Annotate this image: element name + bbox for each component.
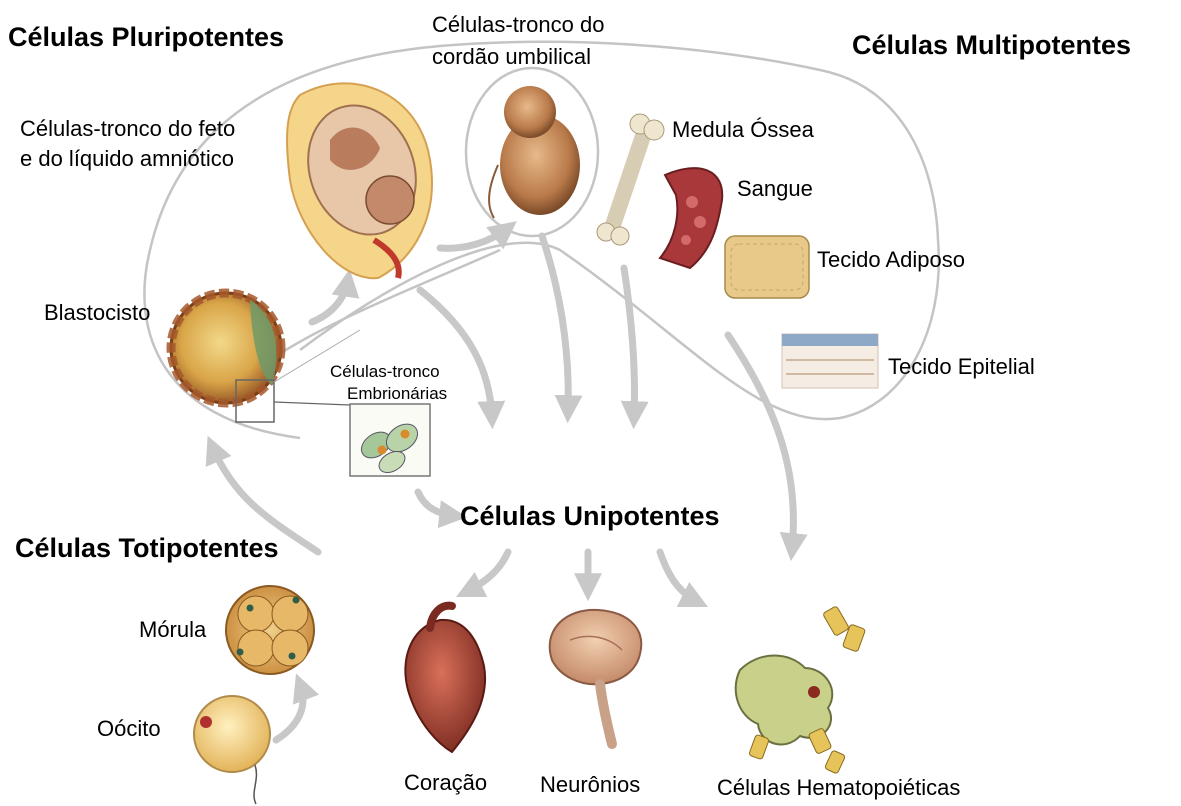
arrow-unipotent-to-heart xyxy=(466,552,508,592)
group-title-pluripotent: Células Pluripotentes xyxy=(8,22,284,53)
oocyte-illustration xyxy=(194,696,270,804)
arrow-embryonic-to-unipotent xyxy=(418,492,456,516)
blood-vessel-illustration xyxy=(660,168,722,268)
epithelial-tissue-illustration xyxy=(782,334,878,388)
arrow-marrow-to-unipotent xyxy=(624,268,635,418)
label-bone-marrow: Medula Óssea xyxy=(672,117,814,143)
label-blastocyst: Blastocisto xyxy=(44,300,150,326)
morula-illustration xyxy=(226,586,314,674)
label-embryonic-line1: Células-tronco xyxy=(330,362,440,382)
fetus-illustration xyxy=(287,83,433,278)
hematopoietic-illustration xyxy=(736,606,866,774)
embryonic-cells-illustration xyxy=(350,404,430,477)
brain-illustration xyxy=(550,610,642,744)
group-title-unipotent: Células Unipotentes xyxy=(460,501,720,532)
label-hematopoietic: Células Hematopoiéticas xyxy=(717,775,960,801)
label-fetal-line1: Células-tronco do feto xyxy=(20,116,235,142)
arrow-unipotent-to-hematopoietic xyxy=(660,552,698,602)
zoom-connector xyxy=(274,402,350,405)
label-umbilical-line2: cordão umbilical xyxy=(432,44,591,70)
label-umbilical-line1: Células-tronco do xyxy=(432,12,604,38)
blastocyst-illustration xyxy=(171,293,281,403)
label-heart: Coração xyxy=(404,770,487,796)
label-epithelial: Tecido Epitelial xyxy=(888,354,1035,380)
label-embryonic-line2: Embrionárias xyxy=(347,384,447,404)
label-oocyte: Oócito xyxy=(97,716,161,742)
group-title-totipotent: Células Totipotentes xyxy=(15,533,279,564)
label-morula: Mórula xyxy=(139,617,206,643)
arrow-oocyte-to-morula xyxy=(276,684,303,740)
group-title-multipotent: Células Multipotentes xyxy=(852,30,1131,61)
label-blood: Sangue xyxy=(737,176,813,202)
arrow-umbilical-to-unipotent xyxy=(542,236,568,412)
label-neurons: Neurônios xyxy=(540,772,640,798)
arrow-blastocyst-to-fetus xyxy=(312,280,348,322)
baby-illustration xyxy=(489,86,580,218)
adipose-tissue-illustration xyxy=(725,236,809,298)
label-adipose: Tecido Adiposo xyxy=(817,247,965,273)
heart-illustration xyxy=(405,606,485,752)
label-fetal-line2: e do líquido amniótico xyxy=(20,146,234,172)
bone-illustration xyxy=(597,114,664,245)
